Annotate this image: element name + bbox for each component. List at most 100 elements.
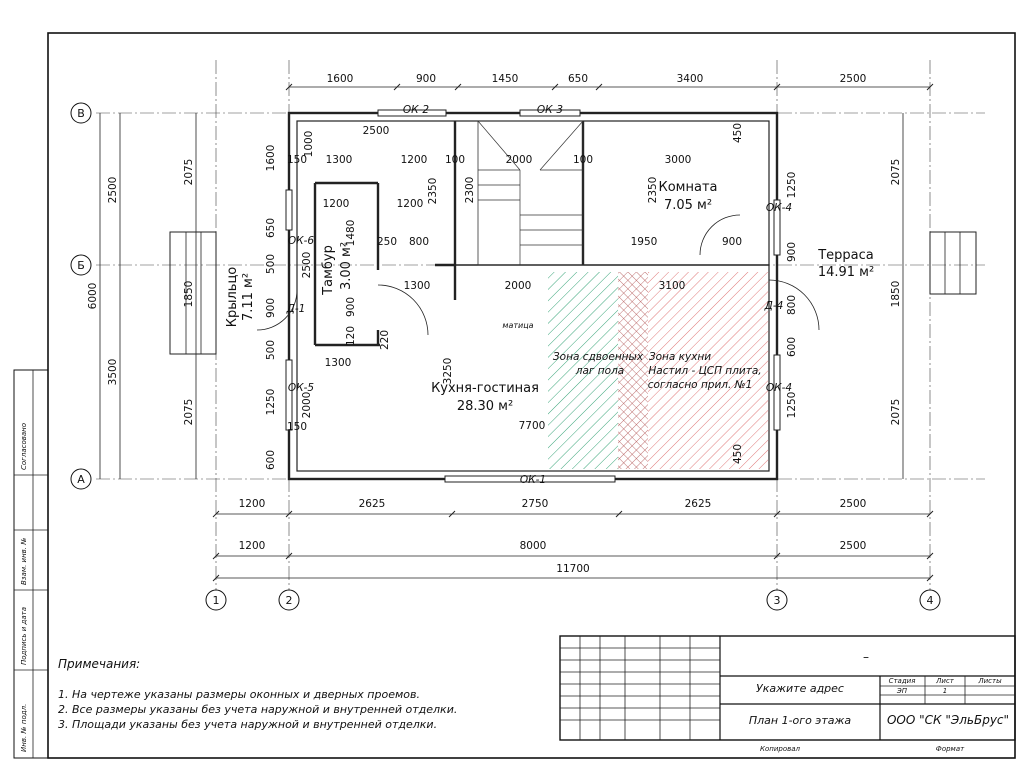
dim-bottom-1200: 1200 [239,498,266,510]
zone-kitchen-line3: согласно прил. №1 [648,379,753,391]
dim-250: 250 [377,236,397,248]
axis-label-2: 2 [286,594,293,607]
dim-900c: 900 [786,242,798,262]
inner-dimensions: 2500 1300 1200 2000 3000 1200 1200 2350 … [265,123,798,470]
dim-1300b: 1300 [404,280,431,292]
dim-120: 120 [345,326,357,346]
dim-top-900: 900 [416,73,436,85]
stamp-sheet-value: 1 [943,687,947,695]
dim-2500b: 2500 [301,252,313,279]
side-label-sign-date: Подпись и дата [20,607,28,665]
zone-double-lag-line2: лаг пола [575,365,624,377]
zone-double-lag-line1: Зона сдвоенных [553,351,644,363]
dim-2000b: 2000 [505,280,532,292]
dim-bottom-2750: 2750 [522,498,549,510]
dim-left-2075b: 2075 [183,399,195,426]
axis-label-1: 1 [213,594,220,607]
dim-bottom-2625b: 2625 [685,498,712,510]
dim-1250c: 1250 [265,389,277,416]
opening-ok5: ОК-5 [288,382,315,394]
dim-7700: 7700 [519,420,546,432]
axis-markers: В Б А 1 2 3 4 [70,102,941,611]
dim-1200c: 1200 [397,198,424,210]
doors [256,214,820,336]
dim-left-6000: 6000 [87,283,99,310]
dim-top-2500: 2500 [840,73,867,85]
dim-3250: 3250 [442,358,454,385]
left-margin-strip: Согласовано Взам. инв. № Подпись и дата … [13,369,49,759]
dim-bottom2-1200: 1200 [239,540,266,552]
side-label-inv-no: Инв. № подл. [20,704,28,752]
stamp-format: Формат [936,745,965,753]
room-kitchen-area: 28.30 м² [457,399,513,414]
notes-title: Примечания: [58,657,140,671]
dim-600a: 600 [786,337,798,357]
dimension-bottom: 1200 2625 2750 2625 2500 1200 8000 2500 … [212,498,934,582]
axis-label-4: 4 [927,594,934,607]
stamp-copied: Копировал [760,745,801,753]
dim-bottom-2625a: 2625 [359,498,386,510]
dim-right-2075a: 2075 [890,159,902,186]
dim-600b: 600 [265,450,277,470]
windows [285,109,781,483]
room-room-area: 7.05 м² [664,198,712,213]
dim-2350b: 2350 [647,177,659,204]
side-label-agreed: Согласовано [20,423,28,470]
dim-1600: 1600 [265,145,277,172]
stamp-company: ООО "СК "ЭльБрус" [887,713,1009,727]
stamp-stage-header: Стадия [889,677,916,685]
overlap-zone [618,272,648,469]
dim-2500: 2500 [363,125,390,137]
dim-bottom-2500: 2500 [840,498,867,510]
stamp-sheet-header: Лист [935,677,955,685]
dim-left-1850: 1850 [183,281,195,308]
stamp-sheets-header: Листы [977,677,1002,685]
dim-450a: 450 [732,123,744,143]
dim-bottom2-2500: 2500 [840,540,867,552]
note-2: 2. Все размеры указаны без учета наружно… [58,703,457,716]
room-terrace-name: Терраса [817,248,874,263]
dim-900b: 900 [345,297,357,317]
door-d4: Д-4 [764,300,784,312]
room-vestibule-name: Тамбур [321,245,336,296]
dim-3100: 3100 [659,280,686,292]
dim-top-1450: 1450 [492,73,519,85]
label-matitsa: матица [502,321,533,330]
dim-1200b: 1200 [323,198,350,210]
notes-block: Примечания: 1. На чертеже указаны размер… [58,657,457,731]
room-room-name: Комната [659,180,718,195]
zone-kitchen-line2: Настил - ЦСП плита, [648,365,761,377]
dim-3000: 3000 [665,154,692,166]
dim-1200a: 1200 [401,154,428,166]
stamp-sheet-title: План 1-ого этажа [749,714,852,727]
double-lag-zone [548,272,618,469]
kitchen-zone [648,272,768,469]
room-terrace-area: 14.91 м² [818,265,874,280]
dimension-left: 6000 2500 3500 2075 1850 2075 [87,113,197,479]
dim-top-650: 650 [568,73,588,85]
side-label-replace: Взам. инв. № [20,537,28,585]
dim-2300: 2300 [464,177,476,204]
dim-top-3400: 3400 [677,73,704,85]
opening-ok2: ОК-2 [403,104,430,116]
dim-top-1600: 1600 [327,73,354,85]
stamp-stage-value: ЭП [896,687,908,695]
dim-total-width: 11700 [556,563,589,575]
dim-1480: 1480 [345,220,357,247]
dim-100b: 100 [573,154,593,166]
dim-900a: 900 [722,236,742,248]
dim-1300c: 1300 [325,357,352,369]
staircase [477,120,584,266]
opening-ok4-bottom: ОК-4 [766,382,792,394]
dim-450b: 450 [732,444,744,464]
dim-1950: 1950 [631,236,658,248]
dim-1000: 1000 [303,131,315,158]
axis-label-3: 3 [774,594,781,607]
axis-label-v: В [77,107,85,120]
dim-500b: 500 [265,340,277,360]
dim-1250b: 1250 [786,392,798,419]
dim-2000c: 2000 [301,392,313,419]
dim-left-3500: 3500 [107,359,119,386]
dim-800a: 800 [409,236,429,248]
